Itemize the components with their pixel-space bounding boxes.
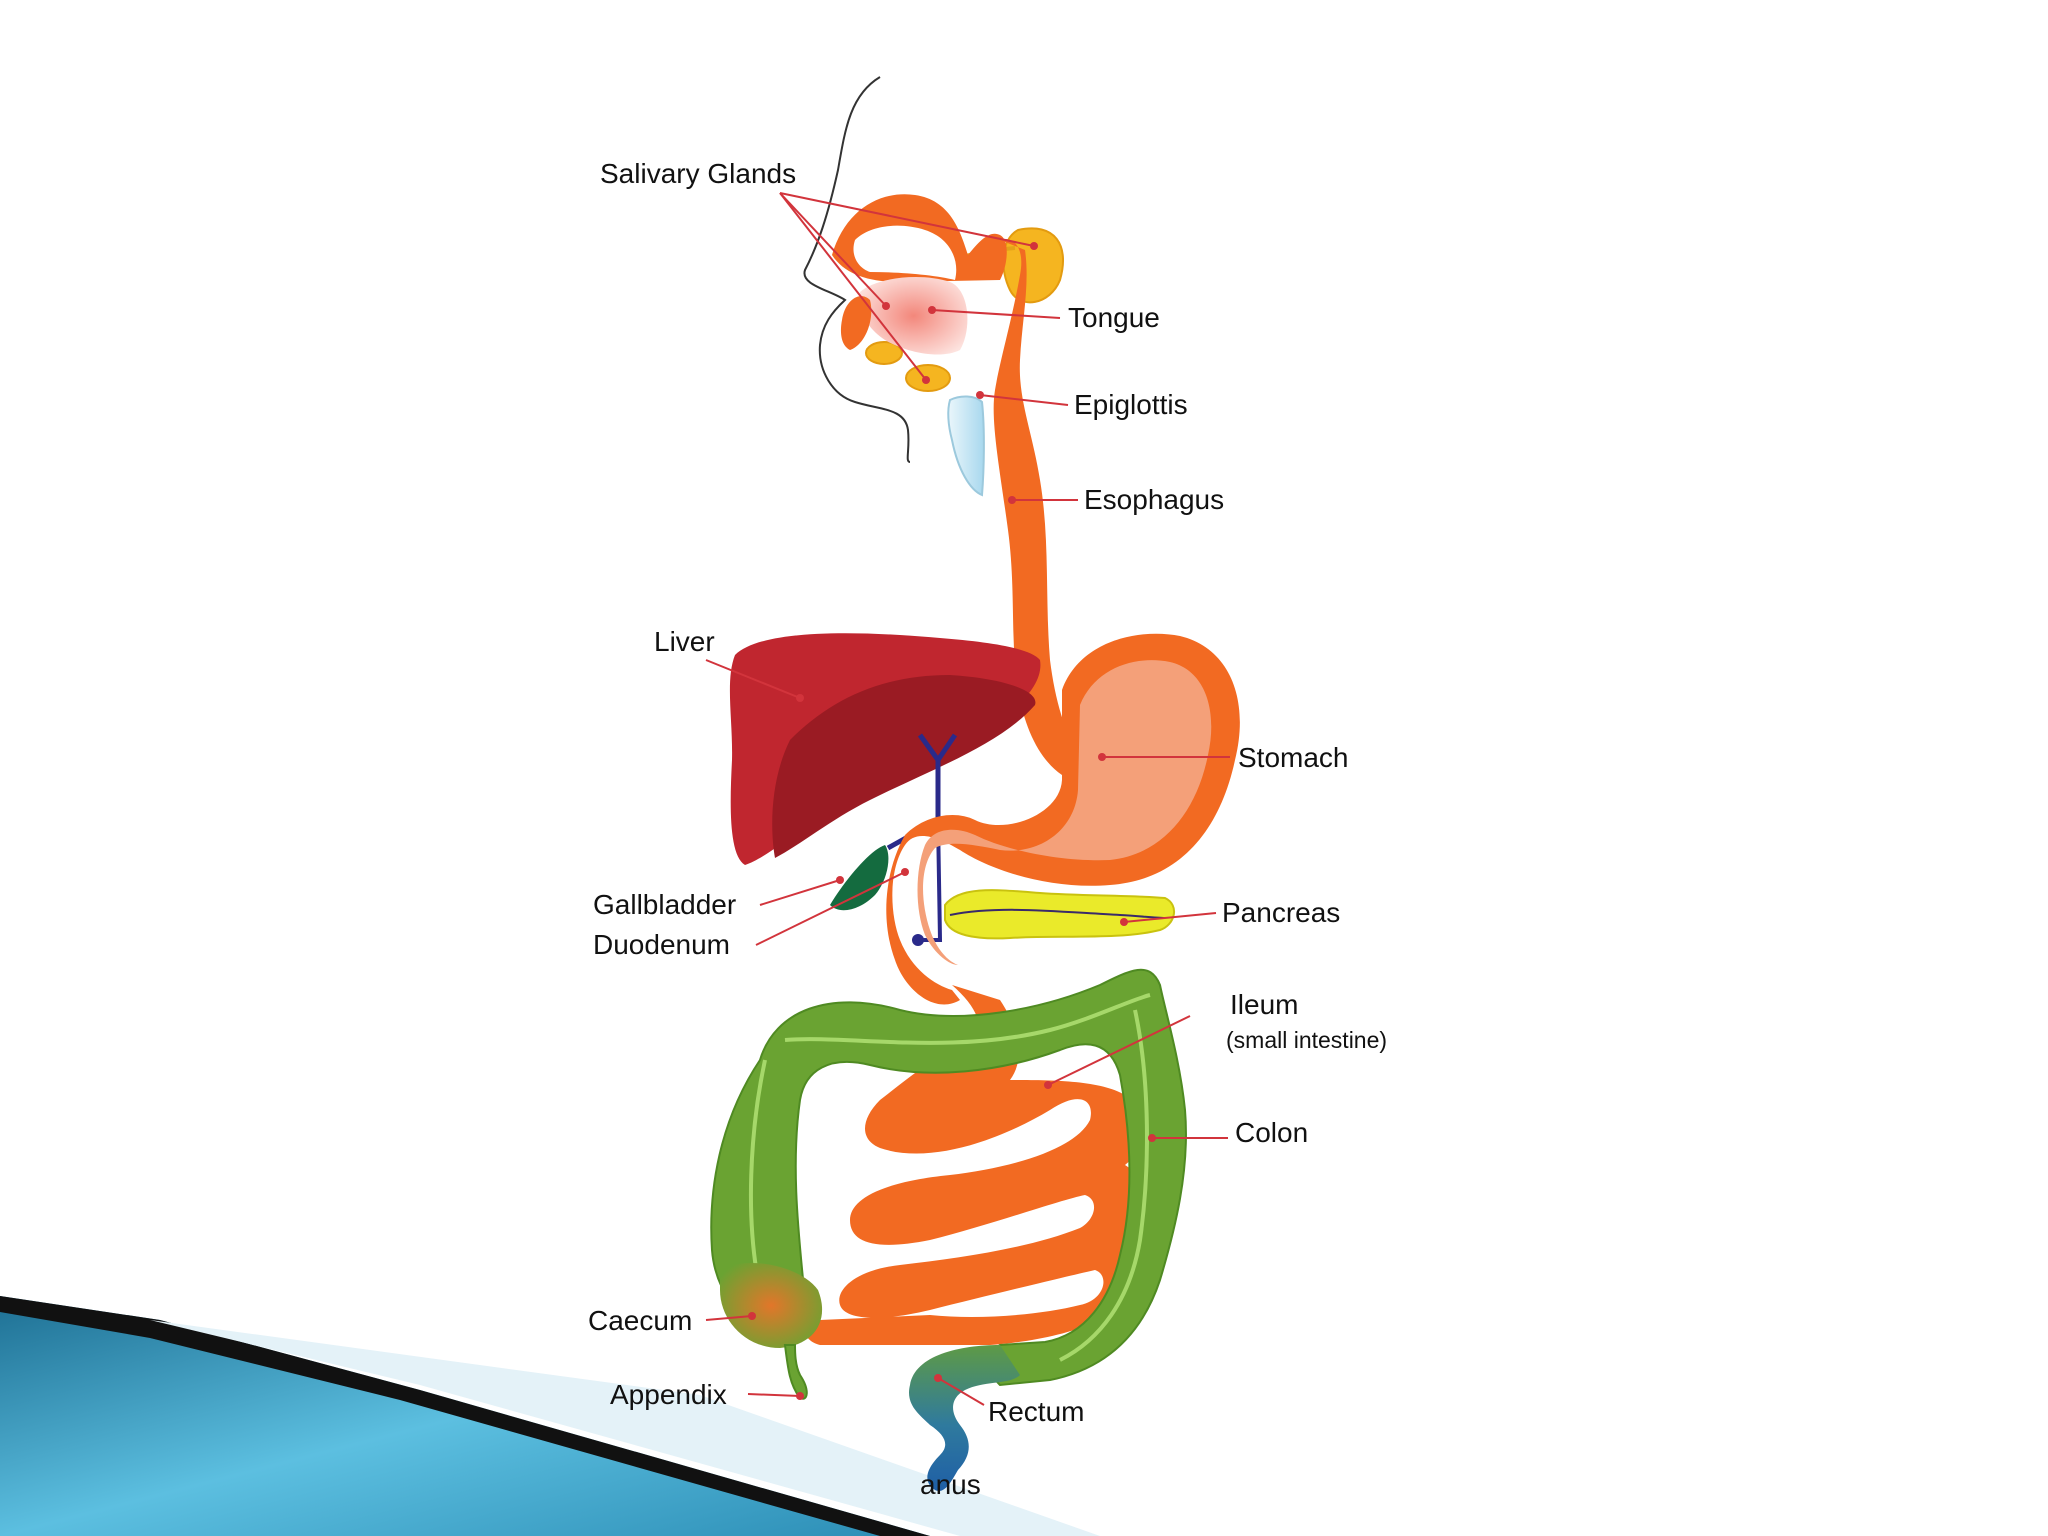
label-salivary-glands: Salivary Glands bbox=[600, 158, 796, 189]
labels: Salivary Glands Tongue Epiglottis Esopha… bbox=[588, 158, 1387, 1500]
label-esophagus: Esophagus bbox=[1084, 484, 1224, 515]
label-tongue: Tongue bbox=[1068, 302, 1160, 333]
corner-accent bbox=[0, 1296, 1100, 1536]
label-anus: anus bbox=[920, 1469, 981, 1500]
epiglottis bbox=[947, 395, 985, 497]
label-ileum-note: (small intestine) bbox=[1226, 1027, 1387, 1053]
label-gallbladder: Gallbladder bbox=[593, 889, 736, 920]
label-appendix: Appendix bbox=[610, 1379, 727, 1410]
head-outline bbox=[803, 76, 911, 463]
colon bbox=[710, 968, 1187, 1400]
gallbladder bbox=[830, 845, 889, 911]
label-stomach: Stomach bbox=[1238, 742, 1349, 773]
esophagus bbox=[993, 239, 1082, 775]
label-liver: Liver bbox=[654, 626, 715, 657]
small-intestine bbox=[805, 985, 1145, 1345]
oral-cavity bbox=[832, 194, 1007, 355]
stomach bbox=[886, 633, 1240, 1005]
label-duodenum: Duodenum bbox=[593, 929, 730, 960]
pancreas bbox=[944, 889, 1175, 940]
label-colon: Colon bbox=[1235, 1117, 1308, 1148]
label-ileum: Ileum bbox=[1230, 989, 1298, 1020]
label-caecum: Caecum bbox=[588, 1305, 692, 1336]
label-pancreas: Pancreas bbox=[1222, 897, 1340, 928]
liver bbox=[729, 633, 1041, 865]
label-epiglottis: Epiglottis bbox=[1074, 389, 1188, 420]
label-rectum: Rectum bbox=[988, 1396, 1084, 1427]
leader-lines bbox=[705, 192, 1230, 1406]
